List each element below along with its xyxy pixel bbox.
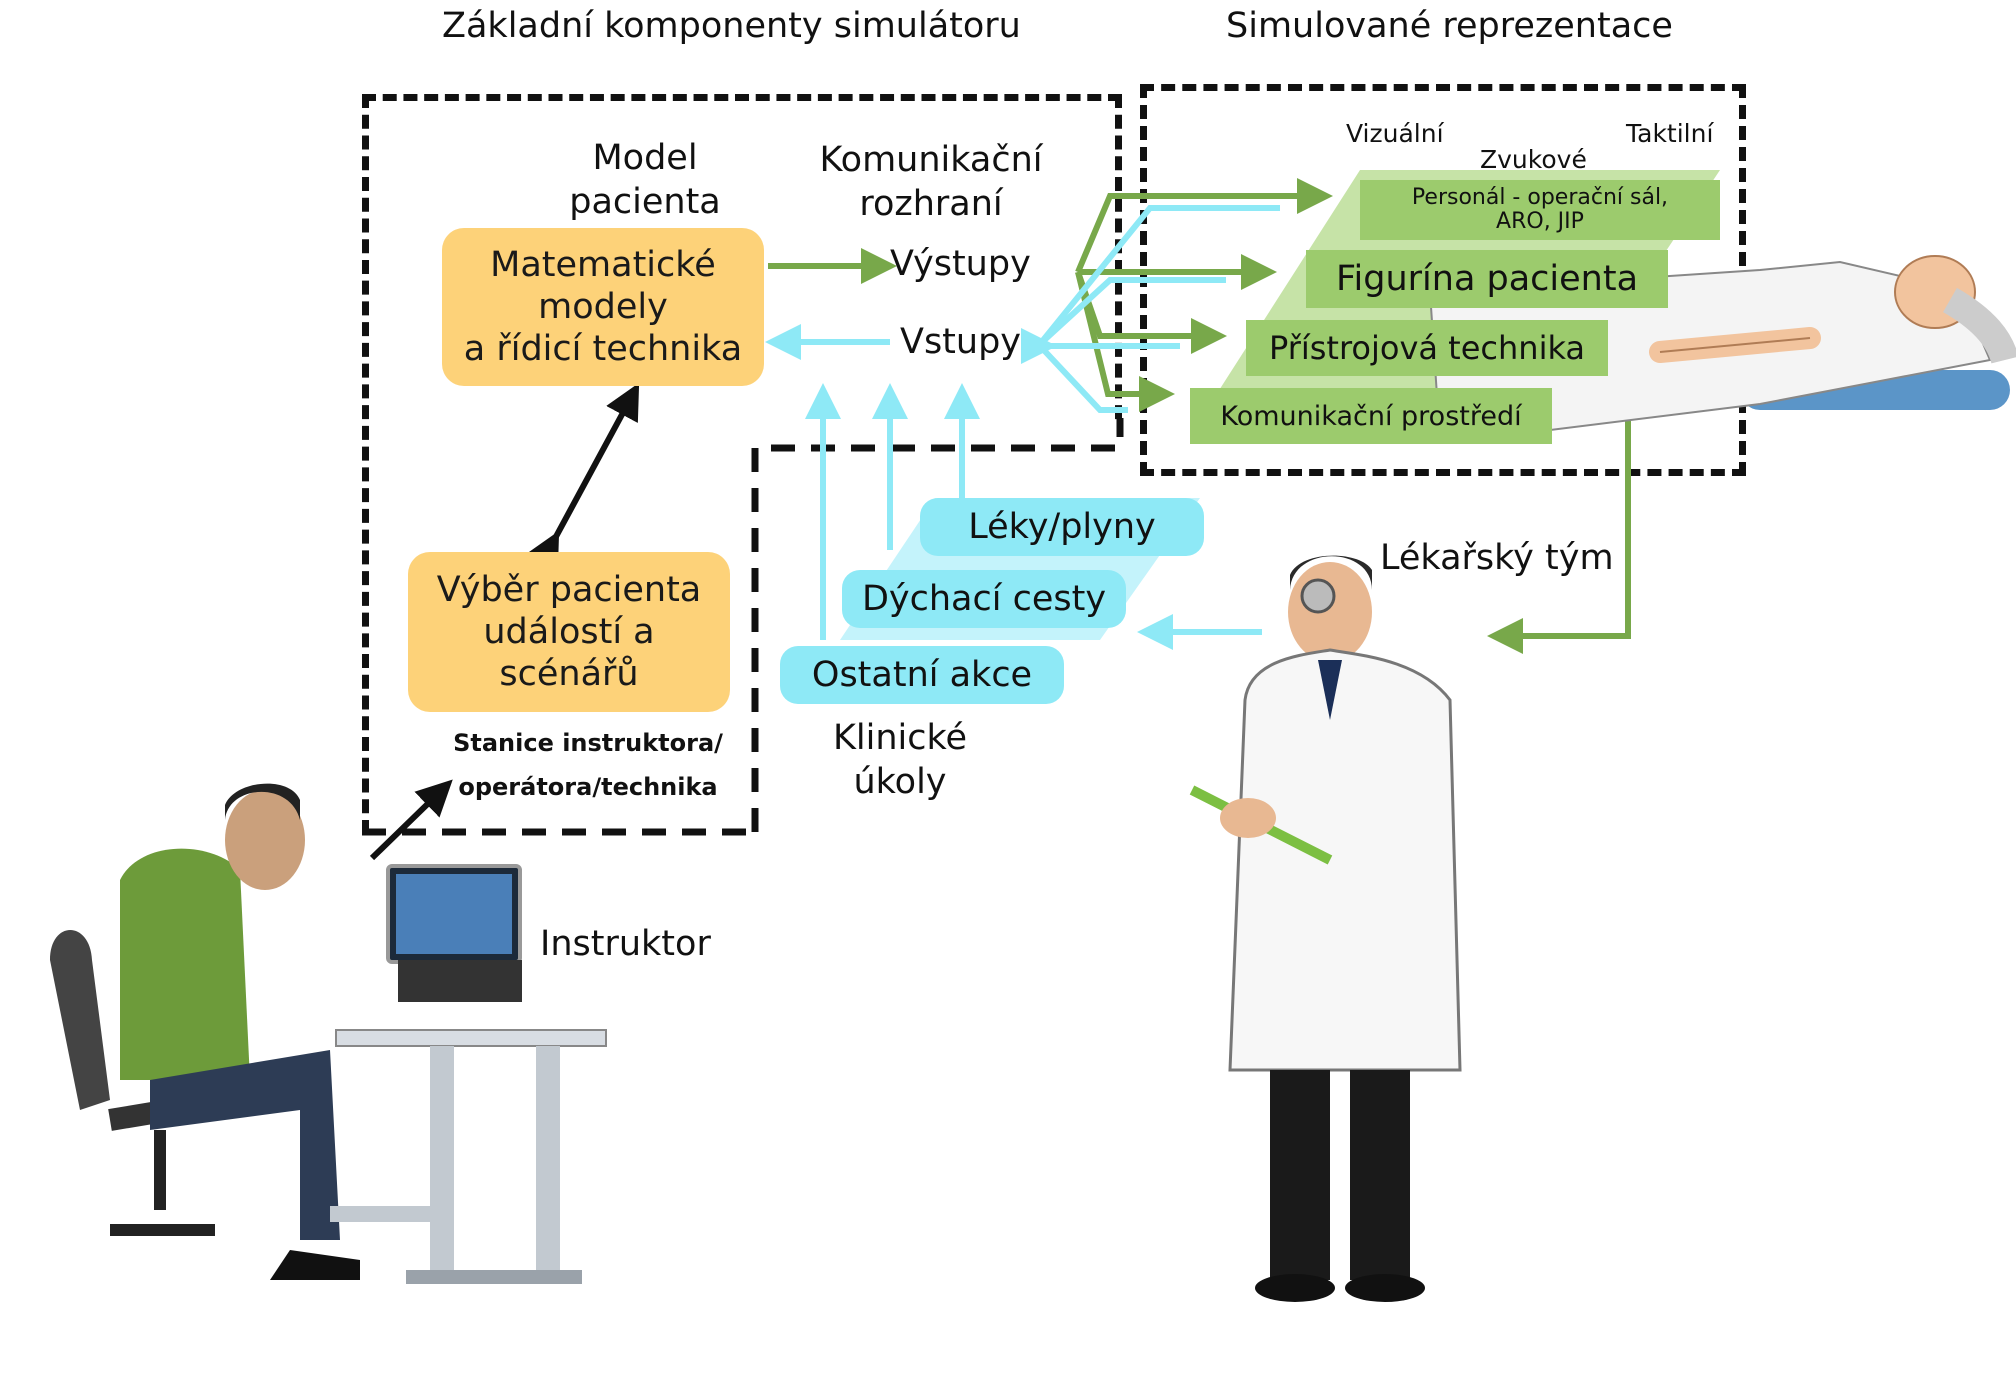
instructor-illustration [50, 783, 607, 1284]
environment-bar: Komunikační prostředí [1190, 388, 1552, 444]
task-drugs-gases: Léky/plyny [920, 498, 1204, 556]
task-airway: Dýchací cesty [842, 570, 1126, 628]
modality-visual: Vizuální [1346, 119, 1444, 148]
to-environment-arrow [1075, 271, 1175, 412]
personnel-line1: Personál - operační sál, [1411, 184, 1669, 210]
station-boundary-line [751, 418, 1124, 832]
scenario-line1: Výběr pacienta [436, 570, 702, 610]
modality-tactile: Taktilní [1626, 119, 1714, 148]
from-manikin-line [1037, 277, 1226, 347]
manikin-bar: Figurína pacienta [1306, 250, 1668, 308]
components-heading: Základní komponenty simulátoru [442, 6, 1021, 46]
scenario-line3: scénářů [499, 654, 639, 694]
station-line2: operátora/technika [458, 773, 718, 801]
modality-audio: Zvukové [1480, 145, 1587, 174]
representations-heading: Simulované reprezentace [1226, 6, 1673, 46]
from-personnel-line [1037, 205, 1280, 346]
inputs-label: Vstupy [900, 322, 1022, 362]
task-other-actions: Ostatní akce [780, 646, 1064, 704]
to-personnel-arrow [1075, 178, 1333, 274]
model-scenario-arrow [526, 382, 640, 572]
model-title-line1: Model [592, 138, 698, 178]
equipment-bar: Přístrojová technika [1246, 320, 1608, 376]
instructor-label: Instruktor [540, 924, 711, 964]
tasks-title-line1: Klinické [832, 718, 968, 758]
tasks-title-line2: úkoly [853, 762, 947, 802]
medical-team-label: Lékařský tým [1380, 538, 1614, 578]
math-models-line1: Matematické [490, 245, 716, 285]
scenario-line2: událostí a [483, 612, 655, 652]
station-line1: Stanice instruktora/ [453, 729, 723, 757]
interface-title-line2: rozhraní [859, 184, 1003, 224]
feedback-to-team-arrow [1487, 316, 1631, 654]
instructor-to-station-arrow [369, 779, 453, 861]
math-models-line2: modely [538, 287, 668, 327]
math-models-box: Matematické modely a řídicí technika [442, 228, 764, 386]
outputs-label: Výstupy [890, 244, 1031, 284]
personnel-line2: ARO, JIP [1496, 209, 1584, 234]
math-models-line3: a řídicí technika [463, 329, 743, 369]
doctor-illustration [1189, 555, 1462, 1302]
scenario-selection-box: Výběr pacienta událostí a scénářů [408, 552, 730, 712]
interface-title-line1: Komunikační [819, 140, 1043, 180]
personnel-bar: Personál - operační sál, ARO, JIP [1360, 180, 1720, 240]
from-environment-line [1037, 343, 1128, 413]
model-title-line2: pacienta [569, 182, 721, 222]
